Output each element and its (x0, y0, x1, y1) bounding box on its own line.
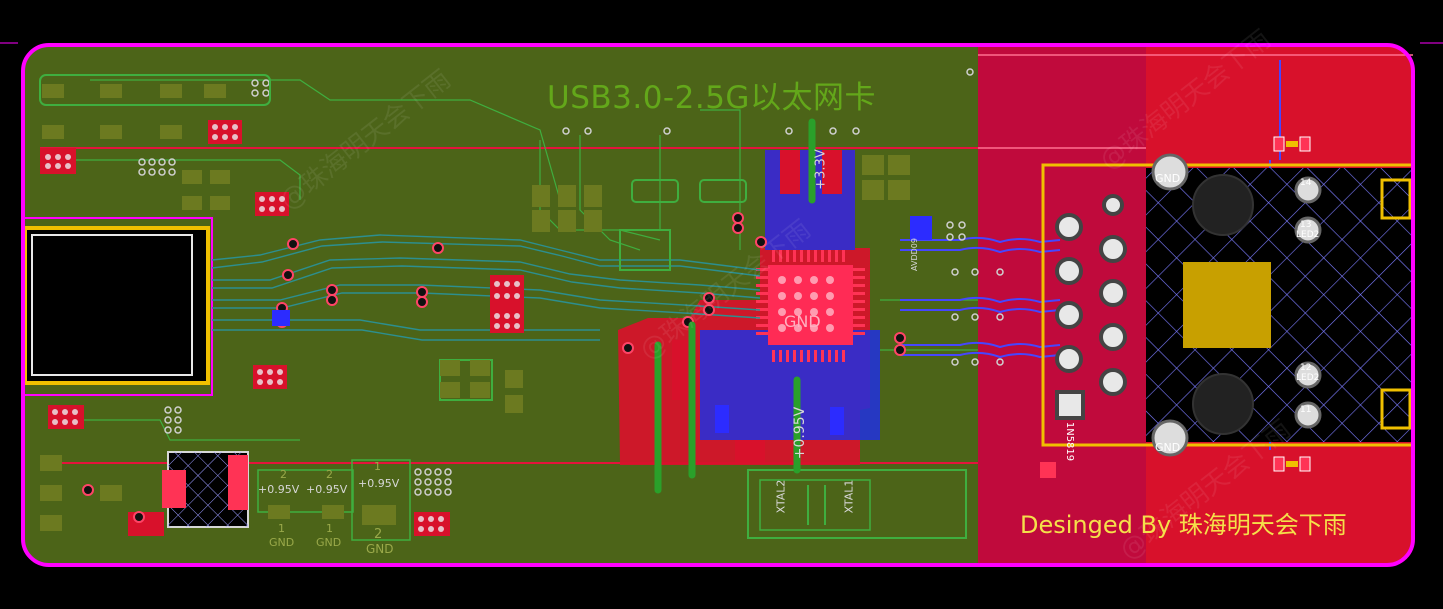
silk-pin: 1 (374, 460, 381, 473)
silk-gnd: GND (366, 542, 394, 556)
silk-components (39, 74, 747, 401)
dark-vias (82, 212, 906, 523)
led-resistors (1273, 136, 1311, 472)
crystal-outline (747, 469, 967, 539)
rj45-tab (1380, 178, 1412, 220)
rj45-pin-square[interactable] (1055, 390, 1085, 420)
silk-xtal2: XTAL2 (774, 479, 788, 514)
silk-led: LED2 (1296, 373, 1320, 383)
silk-xtal1: XTAL1 (842, 479, 856, 514)
blue-pads (272, 216, 932, 435)
silk-ic-gnd: GND (784, 312, 821, 331)
rj45-tab (1380, 388, 1412, 430)
via-groups (138, 68, 1004, 496)
ic-thermal-vias (778, 276, 834, 332)
silk-diode: 1N5819 (1064, 421, 1076, 462)
led-pad[interactable] (1294, 216, 1322, 244)
silk-pin: 2 (280, 468, 287, 481)
diode-pad (1040, 462, 1056, 478)
silk-pin: 1 (326, 522, 333, 535)
silk-avdd: AVDD09 (909, 238, 919, 271)
silk-pin: 2 (326, 468, 333, 481)
usb-shell (31, 234, 193, 376)
power-traces (654, 118, 816, 494)
board-credit: Desinged By 珠海明天会下雨 (1020, 511, 1347, 539)
rj45-shield-pad-top[interactable] (1151, 153, 1189, 191)
rj45-mount-hole-top (1192, 174, 1254, 236)
silk-pin: 2 (374, 527, 383, 542)
rj45-mount-hole-bottom (1192, 373, 1254, 435)
comp-pads (40, 84, 910, 531)
board-outline (21, 43, 1415, 567)
led-bridge (1286, 141, 1298, 147)
cap-box (351, 459, 411, 541)
rj45-center-pad (1183, 262, 1271, 348)
silk-rj45-gnd: GND (1155, 441, 1181, 454)
led-pad[interactable] (1294, 176, 1322, 204)
silk-gnd: GND (316, 536, 342, 549)
silk-pin-num: 13 (1300, 220, 1312, 230)
silk-vcc095: +0.95V (306, 483, 348, 496)
silk-vcc095: +0.95V (792, 406, 809, 460)
rj45-shield-pad-bottom[interactable] (1151, 419, 1189, 457)
inductor-pad-right (228, 455, 248, 510)
inductor-pad-left (162, 470, 186, 508)
silk-vcc33: +3.3V (813, 149, 829, 190)
ic-pins (756, 250, 865, 362)
usb-traces (211, 234, 761, 341)
crystal-footprint[interactable] (759, 479, 871, 531)
silk-led: LED2 (1296, 230, 1320, 240)
board-title: USB3.0-2.5G以太网卡 (547, 80, 876, 116)
silk-gnd: GND (269, 536, 295, 549)
led-bridge (1286, 461, 1298, 467)
led-pad[interactable] (1294, 401, 1322, 429)
silk-pin-num: 14 (1300, 178, 1312, 188)
silk-vcc095: +0.95V (258, 483, 300, 496)
led-pad[interactable] (1294, 361, 1322, 389)
ic-copper-bottom (700, 330, 880, 440)
silk-rj45-gnd: GND (1155, 172, 1181, 185)
silk-vcc095: +0.95V (358, 477, 400, 490)
silk-pin-num: 11 (1300, 405, 1312, 415)
pad-vias (45, 124, 520, 532)
silk-pin-num: 12 (1300, 363, 1312, 373)
cap-box (257, 469, 354, 513)
silk-pin: 1 (278, 522, 285, 535)
rj45-pins[interactable] (1055, 194, 1127, 396)
